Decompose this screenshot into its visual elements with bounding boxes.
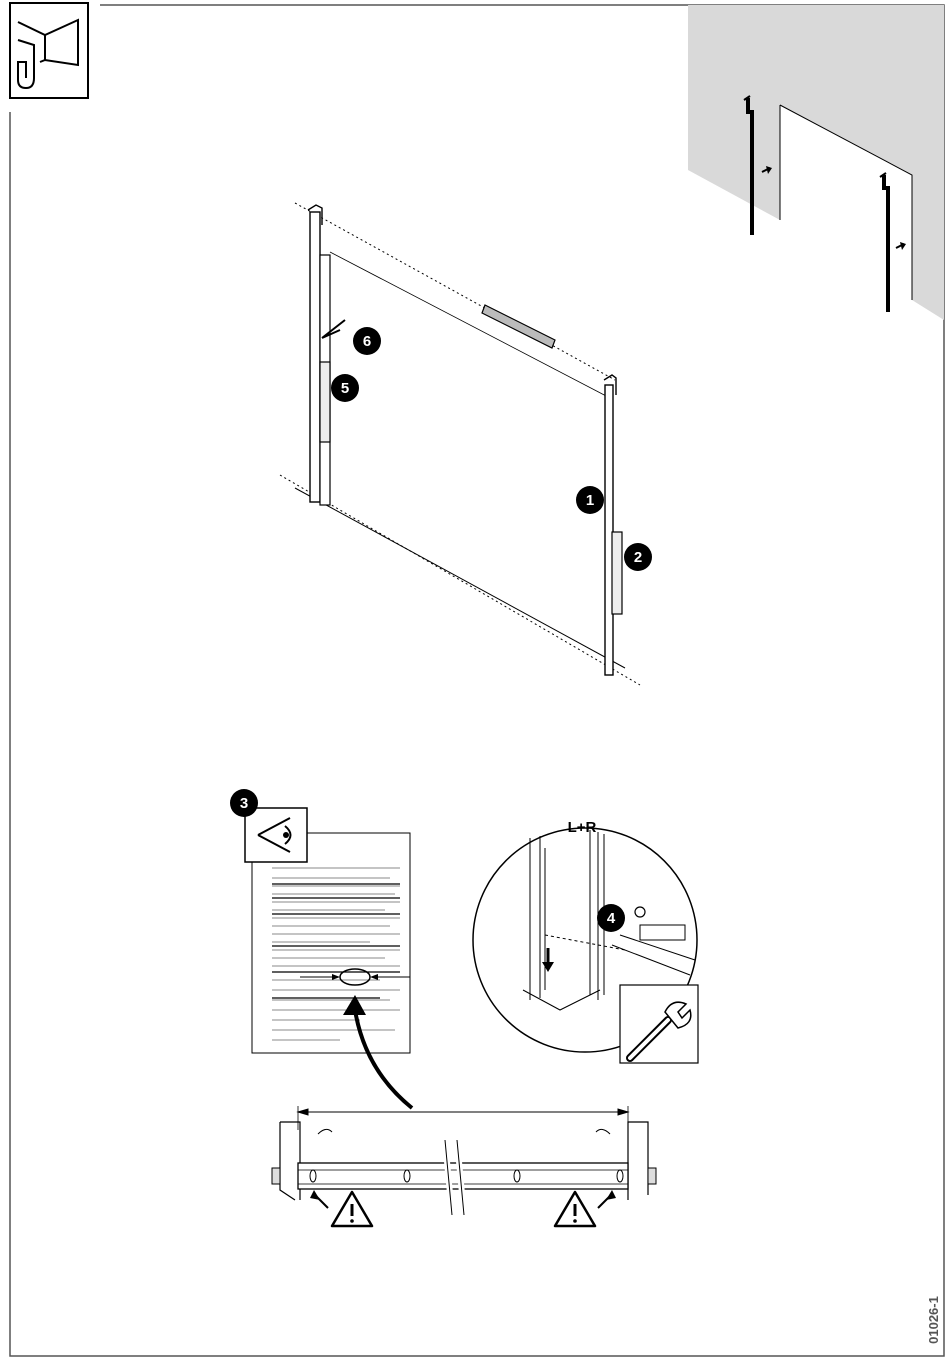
- data-sheet: [252, 833, 410, 1053]
- rail-hook-icon: [10, 3, 88, 98]
- callout-4: 4: [597, 904, 625, 932]
- svg-text:3: 3: [240, 795, 248, 812]
- side-label: L+R: [568, 819, 597, 836]
- page-frame: [10, 5, 944, 1356]
- svg-text:2: 2: [634, 549, 642, 566]
- bottom-rail: [272, 1106, 656, 1215]
- warning-triangle-icon: [310, 1190, 372, 1226]
- callout-3: 3: [230, 789, 258, 817]
- svg-text:4: 4: [607, 910, 616, 927]
- callout-2: 2: [624, 543, 652, 571]
- rail-assembly: [280, 203, 640, 685]
- callout-1: 1: [576, 486, 604, 514]
- warning-triangle-icon: [555, 1190, 616, 1226]
- callout-6: 6: [353, 327, 381, 355]
- document-code: 01026-1: [926, 1296, 941, 1344]
- eye-icon: [245, 808, 307, 862]
- wrench-icon: [620, 985, 698, 1063]
- svg-text:1: 1: [586, 492, 594, 509]
- svg-text:6: 6: [363, 333, 371, 350]
- svg-text:5: 5: [341, 380, 349, 397]
- callout-5: 5: [331, 374, 359, 402]
- wall-detail: [688, 5, 944, 320]
